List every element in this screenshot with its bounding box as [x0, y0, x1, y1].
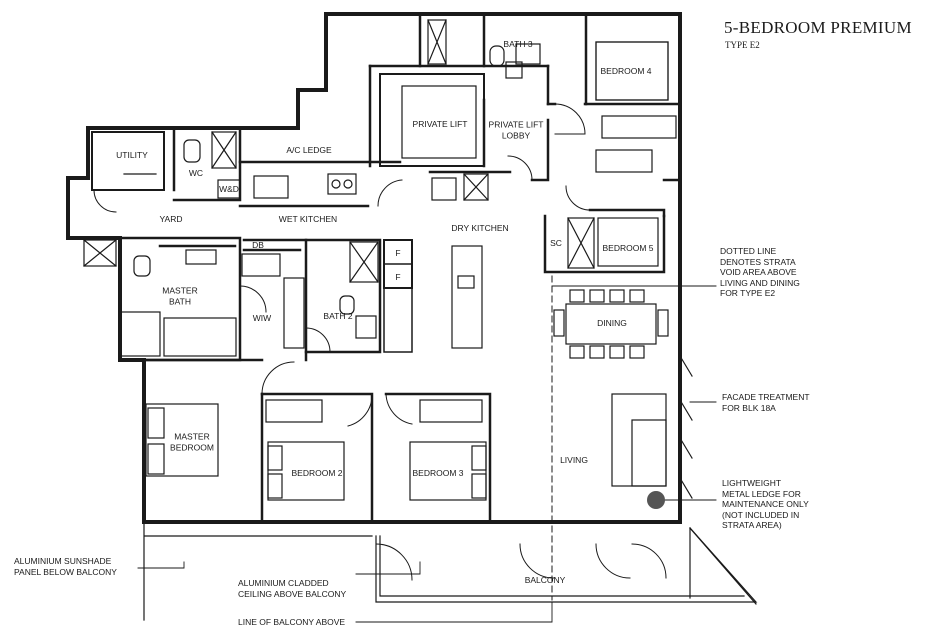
fridge-2: F — [395, 271, 401, 282]
fixtures — [83, 19, 758, 621]
interior-walls — [86, 12, 682, 524]
room-master-bedroom: MASTER BEDROOM — [170, 431, 214, 453]
note-sunshade: ALUMINIUM SUNSHADE PANEL BELOW BALCONY — [14, 556, 117, 577]
room-living: LIVING — [560, 454, 588, 465]
lobby-line-2: LOBBY — [501, 130, 531, 140]
room-yard: YARD — [159, 213, 183, 224]
fridge-1: F — [395, 247, 401, 258]
maintenance-ledge-marker — [647, 491, 665, 509]
room-balcony: BALCONY — [524, 574, 566, 585]
room-wd: W&D — [219, 183, 239, 194]
room-wiw: WIW — [252, 312, 272, 323]
room-dry-kitchen: DRY KITCHEN — [451, 222, 509, 233]
note-strata-void: DOTTED LINE DENOTES STRATA VOID AREA ABO… — [720, 246, 800, 298]
room-bedroom3: BEDROOM 3 — [412, 467, 464, 478]
room-bedroom2: BEDROOM 2 — [291, 467, 343, 478]
note-balcony-line: LINE OF BALCONY ABOVE — [238, 617, 346, 627]
note-metal-ledge: LIGHTWEIGHT METAL LEDGE FOR MAINTENANCE … — [722, 478, 809, 530]
note-cladded-ceiling: ALUMINIUM CLADDED CEILING ABOVE BALCONY — [238, 578, 347, 599]
room-bath2: BATH 2 — [323, 310, 353, 321]
room-wet-kitchen: WET KITCHEN — [278, 213, 338, 224]
lobby-line-1: PRIVATE LIFT — [488, 119, 544, 130]
room-utility: UTILITY — [116, 149, 148, 160]
leader-lines — [137, 285, 717, 623]
plan-type: TYPE E2 — [725, 40, 760, 50]
room-dining: DINING — [597, 317, 627, 328]
room-bedroom5: BEDROOM 5 — [602, 242, 654, 253]
room-sc: SC — [550, 237, 562, 248]
room-wc: WC — [188, 167, 204, 178]
plan-title: 5-BEDROOM PREMIUM — [724, 18, 912, 37]
room-bath3: BATH 3 — [503, 38, 533, 49]
room-private-lift: PRIVATE LIFT — [412, 118, 468, 129]
room-ac-ledge: A/C LEDGE — [286, 144, 332, 155]
note-facade: FACADE TREATMENT FOR BLK 18A — [722, 392, 810, 413]
room-master-bath: MASTER BATH — [162, 285, 198, 307]
room-bedroom4: BEDROOM 4 — [600, 65, 652, 76]
room-db: DB — [252, 239, 264, 250]
